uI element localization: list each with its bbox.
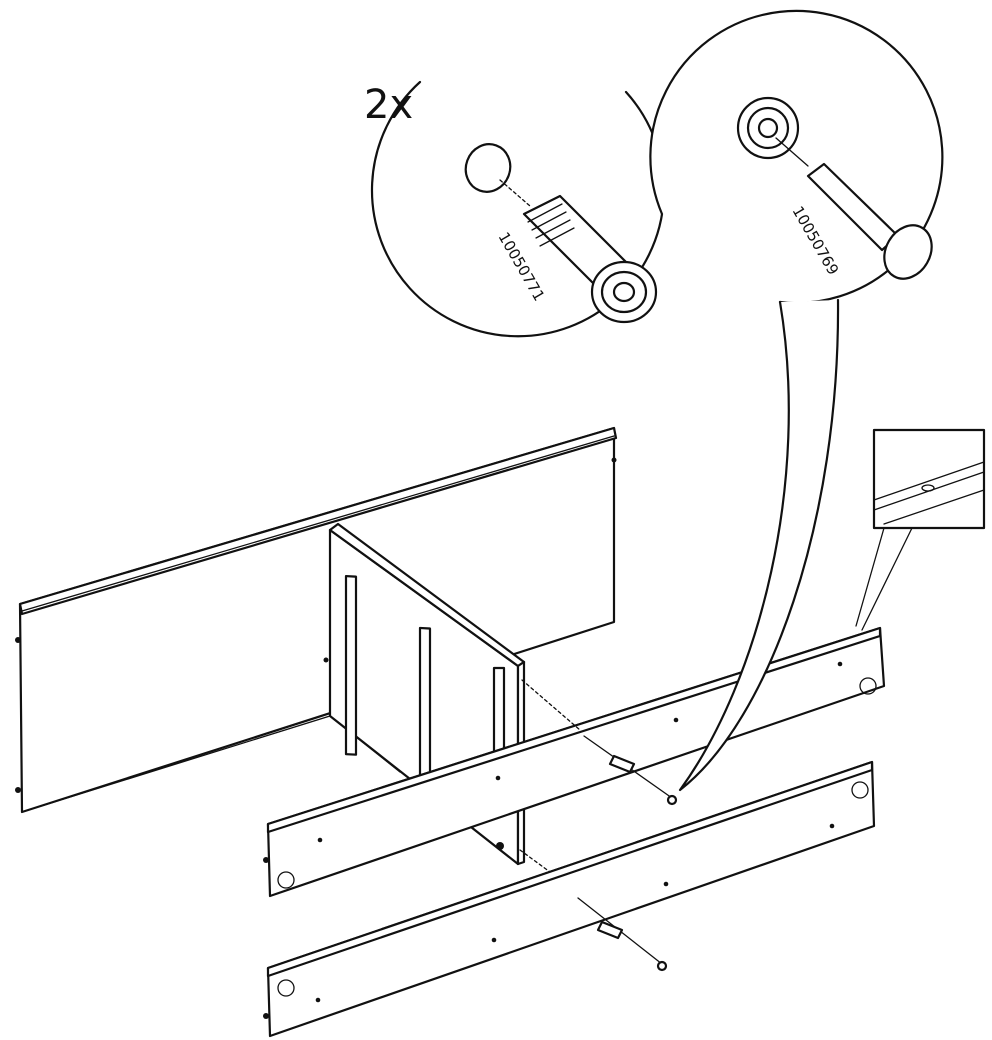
fasteners — [519, 679, 678, 972]
front-rail-lower — [263, 760, 876, 1038]
callout-left: 2x 10050771 — [364, 80, 666, 338]
detail-box — [855, 428, 986, 631]
dowel-ribs — [527, 203, 575, 247]
back-panel — [15, 426, 618, 814]
callout-right: 10050769 — [649, 9, 944, 792]
quantity-label: 2x — [364, 82, 413, 128]
front-rail-upper — [263, 626, 886, 898]
